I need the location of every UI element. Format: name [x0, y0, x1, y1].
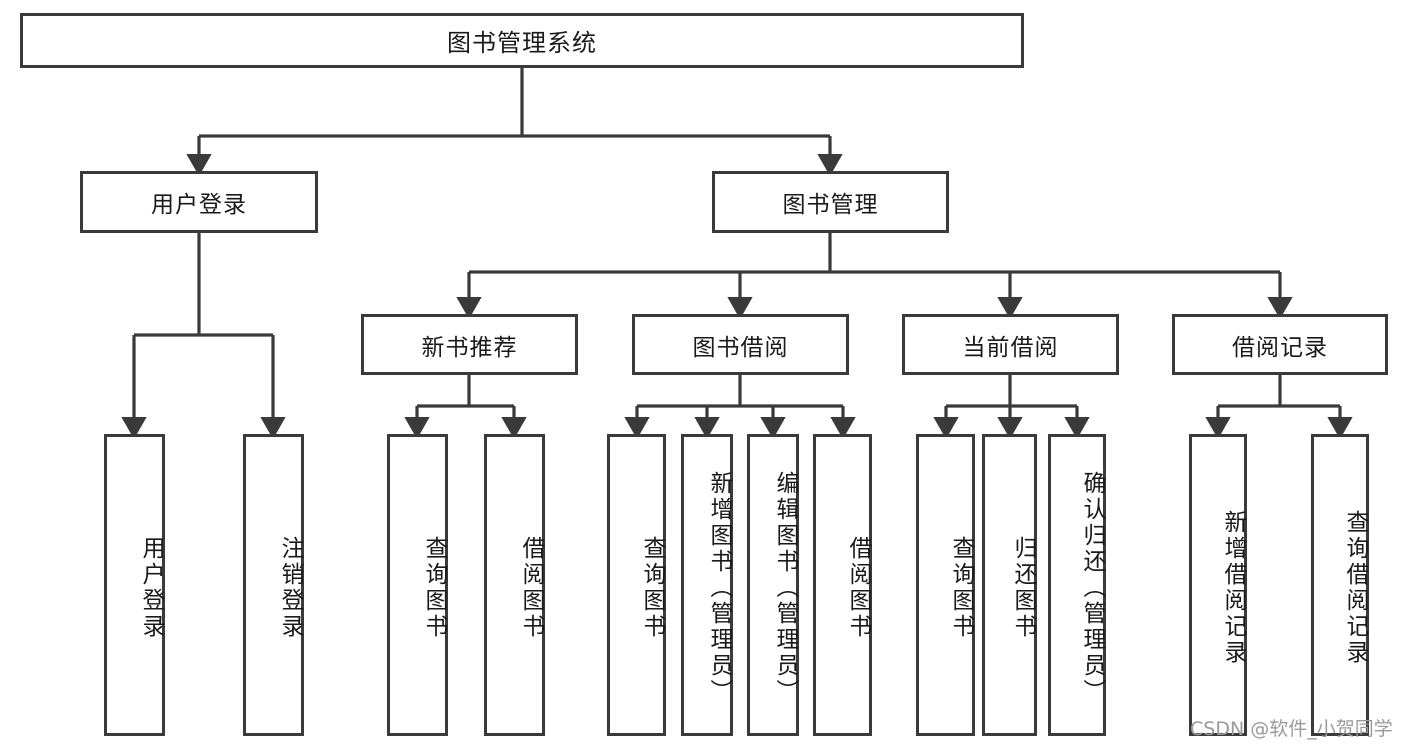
node-leaf-query-book-3[interactable]: 查询图书 — [916, 434, 975, 736]
node-leaf-confirm-return-admin-label: 确认归还（管理员） — [1079, 471, 1105, 705]
node-leaf-add-borrow-record-label: 新增借阅记录 — [1220, 510, 1246, 666]
node-borrow-record[interactable]: 借阅记录 — [1172, 314, 1388, 375]
node-leaf-logout[interactable]: 注销登录 — [243, 434, 304, 736]
node-leaf-query-book-1-label: 查询图书 — [421, 536, 447, 640]
node-leaf-add-book-admin[interactable]: 新增图书（管理员） — [681, 434, 733, 736]
node-book-management[interactable]: 图书管理 — [712, 171, 949, 233]
node-leaf-borrow-book-1-label: 借阅图书 — [518, 536, 544, 640]
node-leaf-borrow-book-2-label: 借阅图书 — [845, 536, 871, 640]
node-book-borrow-label: 图书借阅 — [692, 334, 789, 361]
node-borrow-record-label: 借阅记录 — [1232, 334, 1328, 361]
node-leaf-borrow-book-2[interactable]: 借阅图书 — [813, 434, 872, 736]
node-root-label: 图书管理系统 — [447, 29, 597, 57]
node-leaf-query-book-1[interactable]: 查询图书 — [387, 434, 448, 736]
node-user-login-label: 用户登录 — [151, 192, 247, 218]
node-book-borrow[interactable]: 图书借阅 — [632, 314, 849, 375]
node-leaf-query-borrow-record-label: 查询借阅记录 — [1342, 510, 1368, 666]
node-leaf-user-login[interactable]: 用户登录 — [104, 434, 165, 736]
node-leaf-borrow-book-1[interactable]: 借阅图书 — [484, 434, 545, 736]
node-current-borrow[interactable]: 当前借阅 — [902, 314, 1119, 375]
node-leaf-query-borrow-record[interactable]: 查询借阅记录 — [1311, 434, 1369, 736]
node-user-login[interactable]: 用户登录 — [80, 171, 318, 233]
node-new-book-recommend[interactable]: 新书推荐 — [361, 314, 578, 375]
node-leaf-query-book-2-label: 查询图书 — [639, 536, 665, 640]
node-leaf-logout-label: 注销登录 — [277, 536, 303, 640]
node-leaf-return-book[interactable]: 归还图书 — [982, 434, 1037, 736]
node-leaf-user-login-label: 用户登录 — [138, 536, 164, 640]
node-book-management-label: 图书管理 — [782, 192, 879, 218]
watermark: CSDN @软件_小贺同学 — [1190, 718, 1393, 740]
node-leaf-query-book-3-label: 查询图书 — [948, 536, 974, 640]
node-root[interactable]: 图书管理系统 — [20, 13, 1024, 68]
node-leaf-add-borrow-record[interactable]: 新增借阅记录 — [1189, 434, 1247, 736]
node-leaf-confirm-return-admin[interactable]: 确认归还（管理员） — [1048, 434, 1106, 736]
node-leaf-edit-book-admin[interactable]: 编辑图书（管理员） — [747, 434, 799, 736]
node-leaf-query-book-2[interactable]: 查询图书 — [607, 434, 666, 736]
node-new-book-recommend-label: 新书推荐 — [421, 334, 518, 361]
node-leaf-add-book-admin-label: 新增图书（管理员） — [706, 471, 732, 705]
node-leaf-edit-book-admin-label: 编辑图书（管理员） — [772, 471, 798, 705]
node-current-borrow-label: 当前借阅 — [962, 334, 1059, 361]
node-leaf-return-book-label: 归还图书 — [1010, 536, 1036, 640]
